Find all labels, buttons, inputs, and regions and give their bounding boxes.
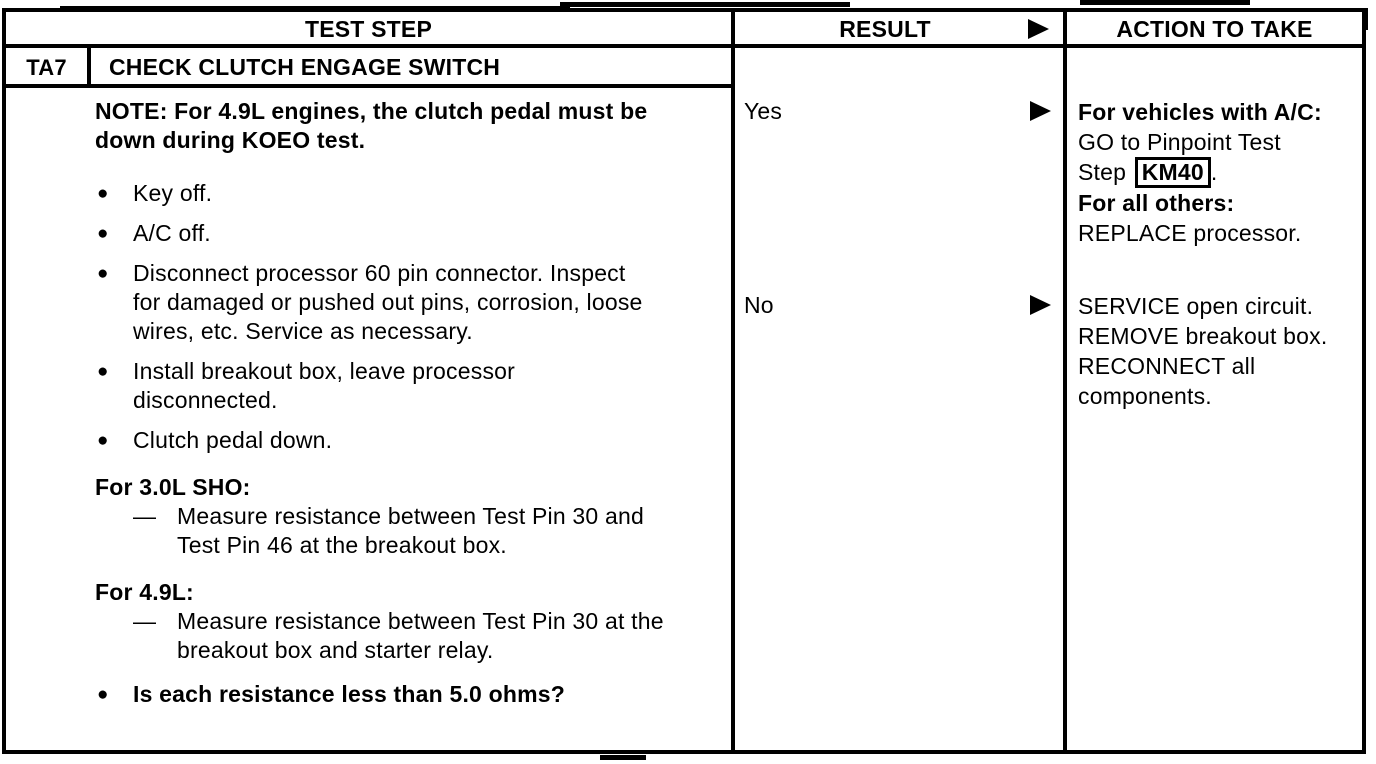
step-row-divider (6, 84, 731, 88)
step-id: TA7 (26, 55, 67, 80)
step-id-divider (87, 44, 91, 88)
no-arrow-icon (1030, 295, 1051, 315)
action-yes-cell: For vehicles with A/C: GO to Pinpoint Te… (1078, 97, 1332, 248)
list-item: Disconnect processor 60 pin connector. I… (95, 259, 653, 346)
scan-artifact (600, 755, 646, 760)
procedure-instruction: Measure resistance between Test Pin 30 a… (95, 502, 690, 560)
procedure-instruction: Measure resistance between Test Pin 30 a… (95, 607, 690, 665)
column-divider-action (1063, 12, 1067, 750)
action-no-cell: SERVICE open circuit. REMOVE breakout bo… (1078, 293, 1328, 409)
procedure-4-9l: For 4.9L: Measure resistance between Tes… (95, 578, 717, 665)
scan-artifact (560, 2, 850, 7)
action-go-line: GO to Pinpoint Test Step KM40. (1078, 127, 1332, 188)
list-item: Install breakout box, leave processor di… (95, 357, 653, 415)
list-item: A/C off. (95, 219, 653, 248)
test-step-cell: NOTE: For 4.9L engines, the clutch pedal… (95, 97, 717, 720)
action-column-header: ACTION TO TAKE (1116, 16, 1313, 42)
yes-arrow-icon (1030, 101, 1051, 121)
result-no: No (744, 292, 774, 318)
note-text: NOTE: For 4.9L engines, the clutch pedal… (95, 98, 648, 153)
result-column-header: RESULT (839, 16, 931, 42)
procedure-heading: For 3.0L SHO: (95, 474, 251, 500)
test-question: Is each resistance less than 5.0 ohms? (95, 680, 653, 709)
pinpoint-step-reference: KM40 (1134, 157, 1211, 188)
scan-artifact (1080, 0, 1250, 5)
step-title: CHECK CLUTCH ENGAGE SWITCH (109, 54, 501, 80)
result-yes: Yes (744, 98, 783, 124)
action-others: REPLACE processor. (1078, 220, 1302, 246)
scan-artifact (1364, 8, 1368, 30)
header-row-divider (6, 44, 1362, 48)
list-item: Clutch pedal down. (95, 426, 653, 455)
list-item: Key off. (95, 179, 653, 208)
action-others-heading: For all others: (1078, 190, 1235, 216)
procedure-heading: For 4.9L: (95, 579, 194, 605)
action-go-suffix: . (1210, 159, 1218, 185)
test-step-column-header: TEST STEP (304, 16, 433, 42)
procedure-3-0l-sho: For 3.0L SHO: Measure resistance between… (95, 473, 717, 560)
column-divider-result (731, 12, 735, 750)
result-arrow-icon (1028, 19, 1049, 39)
diagnostic-table: TEST STEP RESULT ACTION TO TAKE TA7 CHEC… (2, 8, 1366, 754)
action-intro: For vehicles with A/C: (1078, 99, 1322, 125)
action-go-prefix: GO to Pinpoint Test Step (1078, 129, 1281, 185)
